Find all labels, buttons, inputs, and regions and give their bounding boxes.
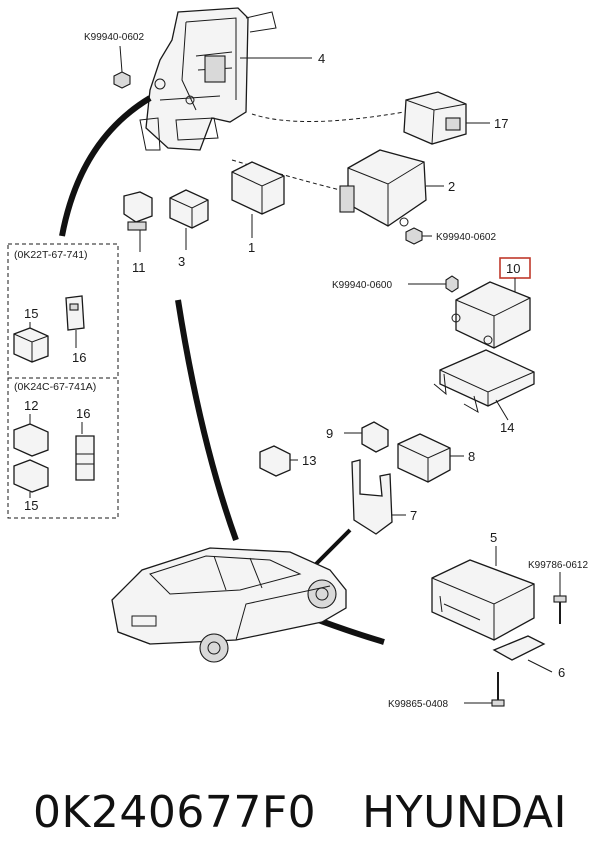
part-label-13: 13 xyxy=(302,453,316,468)
brand-name: HYUNDAI xyxy=(362,786,567,838)
part-label-14: 14 xyxy=(500,420,514,435)
part-label-9: 9 xyxy=(326,426,333,441)
part-number: 0K240677F0 xyxy=(33,786,317,838)
relay-11-drawing xyxy=(123,191,153,231)
code-label-k99786-0612: K99786-0612 xyxy=(528,560,588,571)
car-illustration xyxy=(111,547,347,663)
parts-diagram: K99940-0602 4 17 2 K99940-0602 1 3 xyxy=(7,7,588,710)
relay-bracket-drawing xyxy=(139,7,277,151)
option-box-1-title: (0K22T-67-741) xyxy=(14,249,88,261)
part-label-2: 2 xyxy=(448,179,455,194)
part-label-16-bottom: 16 xyxy=(76,406,90,421)
control-unit-2-drawing xyxy=(339,149,427,227)
part-label-17: 17 xyxy=(494,116,508,131)
module-10-drawing xyxy=(451,281,531,349)
module-17-drawing xyxy=(403,91,467,145)
code-label-k99940-0600: K99940-0600 xyxy=(332,280,392,291)
bracket-7-drawing xyxy=(351,459,393,535)
part-label-15-bottom: 15 xyxy=(24,498,38,513)
footer: 0K240677F0 HYUNDAI xyxy=(0,765,600,859)
code-label-k99940-0602-mid: K99940-0602 xyxy=(436,232,496,243)
part-label-6: 6 xyxy=(558,665,565,680)
part-label-5: 5 xyxy=(490,530,497,545)
part-label-11: 11 xyxy=(132,260,146,275)
part-label-10: 10 xyxy=(506,261,520,276)
module-5-drawing xyxy=(431,559,535,641)
part-label-15-top: 15 xyxy=(24,306,38,321)
code-label-k99940-0602-top: K99940-0602 xyxy=(84,32,144,43)
part-label-4: 4 xyxy=(318,51,325,66)
bracket-14-drawing xyxy=(433,349,535,414)
connector-15-drawing xyxy=(13,327,49,363)
bolt-drawing xyxy=(113,45,131,89)
connector-3-drawing xyxy=(169,189,209,229)
option-box-2-title: (0K24C-67-741A) xyxy=(14,381,96,393)
part-label-3: 3 xyxy=(178,254,185,269)
terminal-16-drawing xyxy=(65,295,85,331)
part-label-7: 7 xyxy=(410,508,417,523)
relay-8-drawing xyxy=(397,433,451,483)
part-label-8: 8 xyxy=(468,449,475,464)
code-label-k99865-0408: K99865-0408 xyxy=(388,699,448,710)
part-label-1: 1 xyxy=(248,240,255,255)
part-label-12: 12 xyxy=(24,398,38,413)
part-label-16-top: 16 xyxy=(72,350,86,365)
relay-1-drawing xyxy=(231,161,285,215)
